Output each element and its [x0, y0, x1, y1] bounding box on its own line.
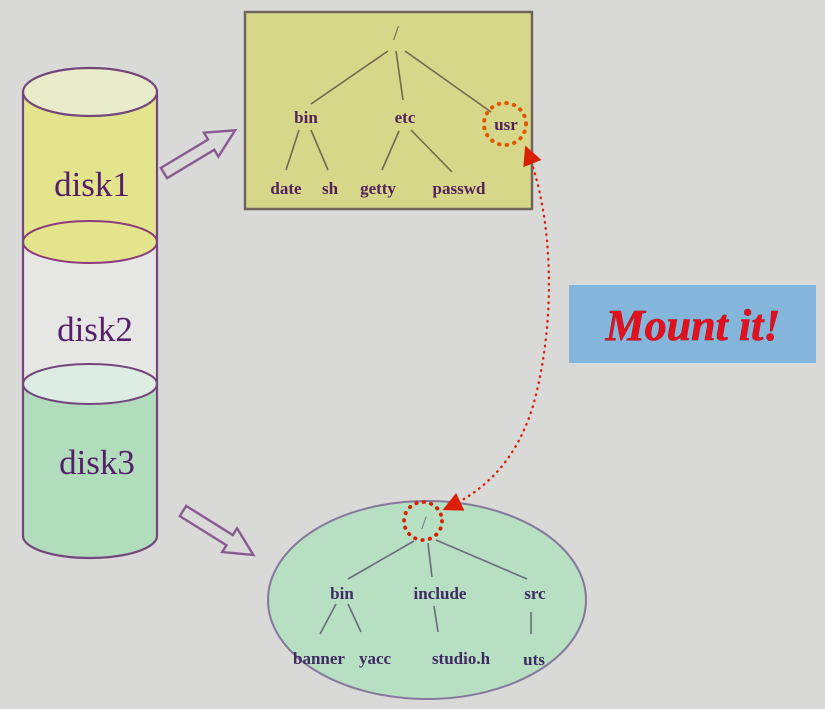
mount-link-arrow-icon: [442, 145, 551, 511]
disk2-disk3-divider: [22, 363, 158, 405]
mounted-fs-tree: / bin include src banner yacc studio.h u…: [267, 500, 587, 700]
usr-highlight-circle-icon: [482, 101, 528, 147]
mounted-fs-panel: [267, 500, 587, 700]
mounted-fs-node-yacc: yacc: [359, 649, 392, 668]
root-fs-node-bin: bin: [294, 108, 318, 127]
disk2-segment: [23, 242, 157, 384]
disk3-label: disk3: [59, 443, 135, 482]
block-arrow-shape: [178, 504, 256, 557]
mounted-fs-node-studio-h: studio.h: [432, 649, 491, 668]
mount-callout-box: [569, 285, 816, 363]
root-fs-node-passwd: passwd: [433, 179, 486, 198]
mounted-root-highlight-circle-icon: [402, 500, 444, 542]
mounted-fs-node-bin: bin: [330, 584, 354, 603]
mounted-fs-edges: [319, 539, 532, 635]
cylinder-top-cap: [21, 66, 159, 118]
root-fs-tree: / bin etc usr date sh getty passwd: [243, 10, 534, 211]
mount-callout: Mount it!: [569, 285, 816, 363]
root-fs-node-sh: sh: [322, 179, 339, 198]
disk1-arrow-icon: [159, 128, 238, 180]
mounted-fs-root-label: /: [421, 513, 427, 534]
mounted-fs-node-banner: banner: [293, 649, 345, 668]
mount-callout-label: Mount it!: [605, 301, 781, 350]
disk1-disk2-divider: [22, 220, 158, 264]
disk3-arrow-icon: [178, 504, 256, 557]
cylinder-bottom-cap: [21, 535, 159, 560]
mounted-fs-node-include: include: [414, 584, 467, 603]
root-fs-node-usr: usr: [494, 115, 518, 134]
disk-cylinder: disk1 disk2 disk3: [21, 66, 159, 560]
disk1-label: disk1: [54, 165, 130, 204]
root-fs-node-date: date: [270, 179, 302, 198]
disk2-label: disk2: [57, 310, 133, 349]
block-arrow-shape: [159, 128, 238, 180]
root-fs-root-label: /: [393, 21, 399, 45]
root-fs-node-etc: etc: [395, 108, 416, 127]
root-fs-edges: [285, 50, 492, 173]
disk3-segment: [23, 384, 157, 536]
root-fs-node-getty: getty: [360, 179, 396, 198]
mounted-fs-node-src: src: [524, 584, 546, 603]
mounted-fs-node-uts: uts: [523, 650, 545, 669]
